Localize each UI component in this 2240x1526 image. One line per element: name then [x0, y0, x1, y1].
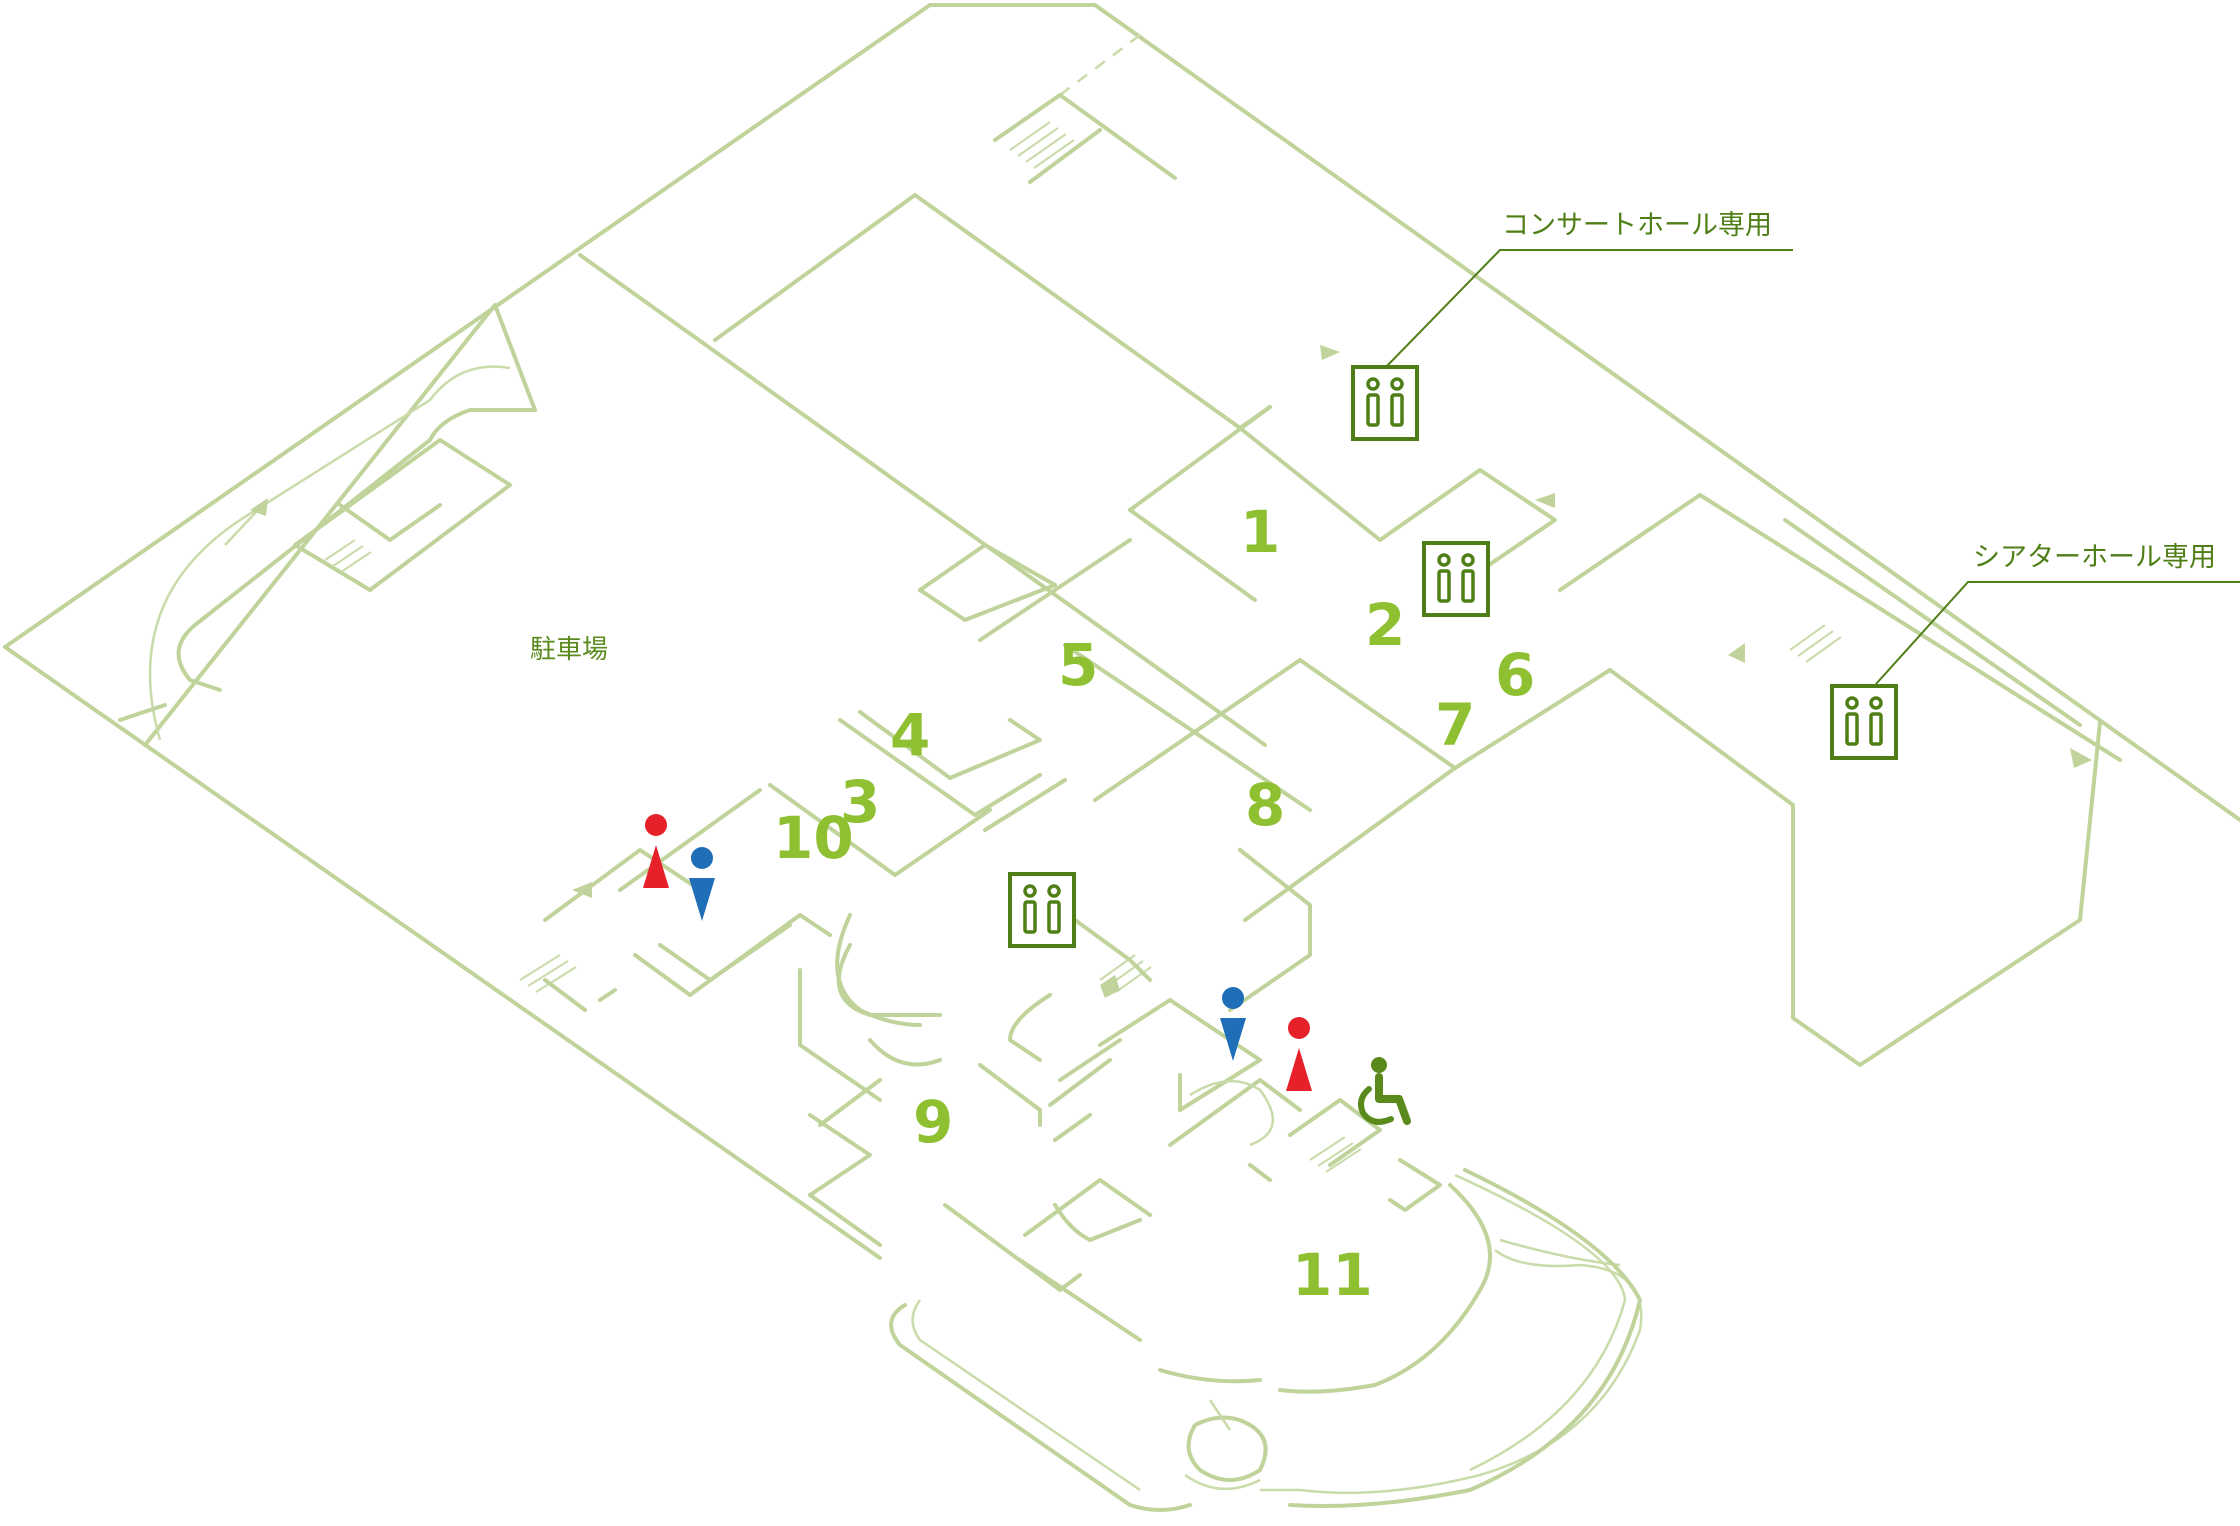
theater-hall-callout-label: シアターホール専用: [1973, 542, 2216, 573]
parking-ramp: [118, 303, 537, 747]
male-restroom-icon: [1220, 987, 1246, 1061]
room-2-number: 2: [1365, 591, 1405, 659]
room-1-number: 1: [1240, 498, 1280, 566]
female-restroom-icon: [1286, 1017, 1312, 1091]
room-10-number: 10: [773, 804, 854, 872]
stairs-bottom-left: [519, 954, 577, 993]
room-9-number: 9: [913, 1088, 953, 1156]
female-restroom-icon: [643, 814, 669, 888]
room-3-number: 3: [840, 768, 880, 836]
theater-hall-callout: シアターホール専用: [1875, 542, 2240, 685]
room-11-number: 11: [1292, 1241, 1373, 1309]
room-numbers: 1 2 3 4 5 6 7 8 9 10 11: [773, 498, 1535, 1309]
male-restroom-icon: [689, 847, 715, 921]
direction-arrows: [572, 345, 2092, 998]
wheelchair-accessible-icon: [1358, 1057, 1411, 1125]
ramp-arrow: [250, 498, 268, 516]
elevator-icon: [1422, 541, 1490, 617]
stairs-lower: [1309, 1136, 1362, 1173]
parking-label: 駐車場: [530, 635, 608, 665]
room-5-number: 5: [1058, 631, 1098, 699]
room-6-number: 6: [1495, 641, 1535, 709]
room-7-number: 7: [1435, 691, 1475, 759]
building-outline: [3, 3, 2240, 1260]
room-4-number: 4: [890, 701, 930, 769]
stairs-left: [324, 539, 372, 573]
room-8-number: 8: [1245, 771, 1285, 839]
concert-hall-callout-label: コンサートホール専用: [1502, 210, 1772, 241]
elevator-icon: [1830, 684, 1898, 760]
concert-hall-callout: コンサートホール専用: [1384, 210, 1793, 369]
stairs-right: [1789, 624, 1842, 663]
stairs-top: [1009, 121, 1075, 169]
elevator-icon: [1351, 365, 1419, 441]
elevator-icon: [1008, 872, 1076, 948]
hall-curves: [835, 913, 1643, 1512]
